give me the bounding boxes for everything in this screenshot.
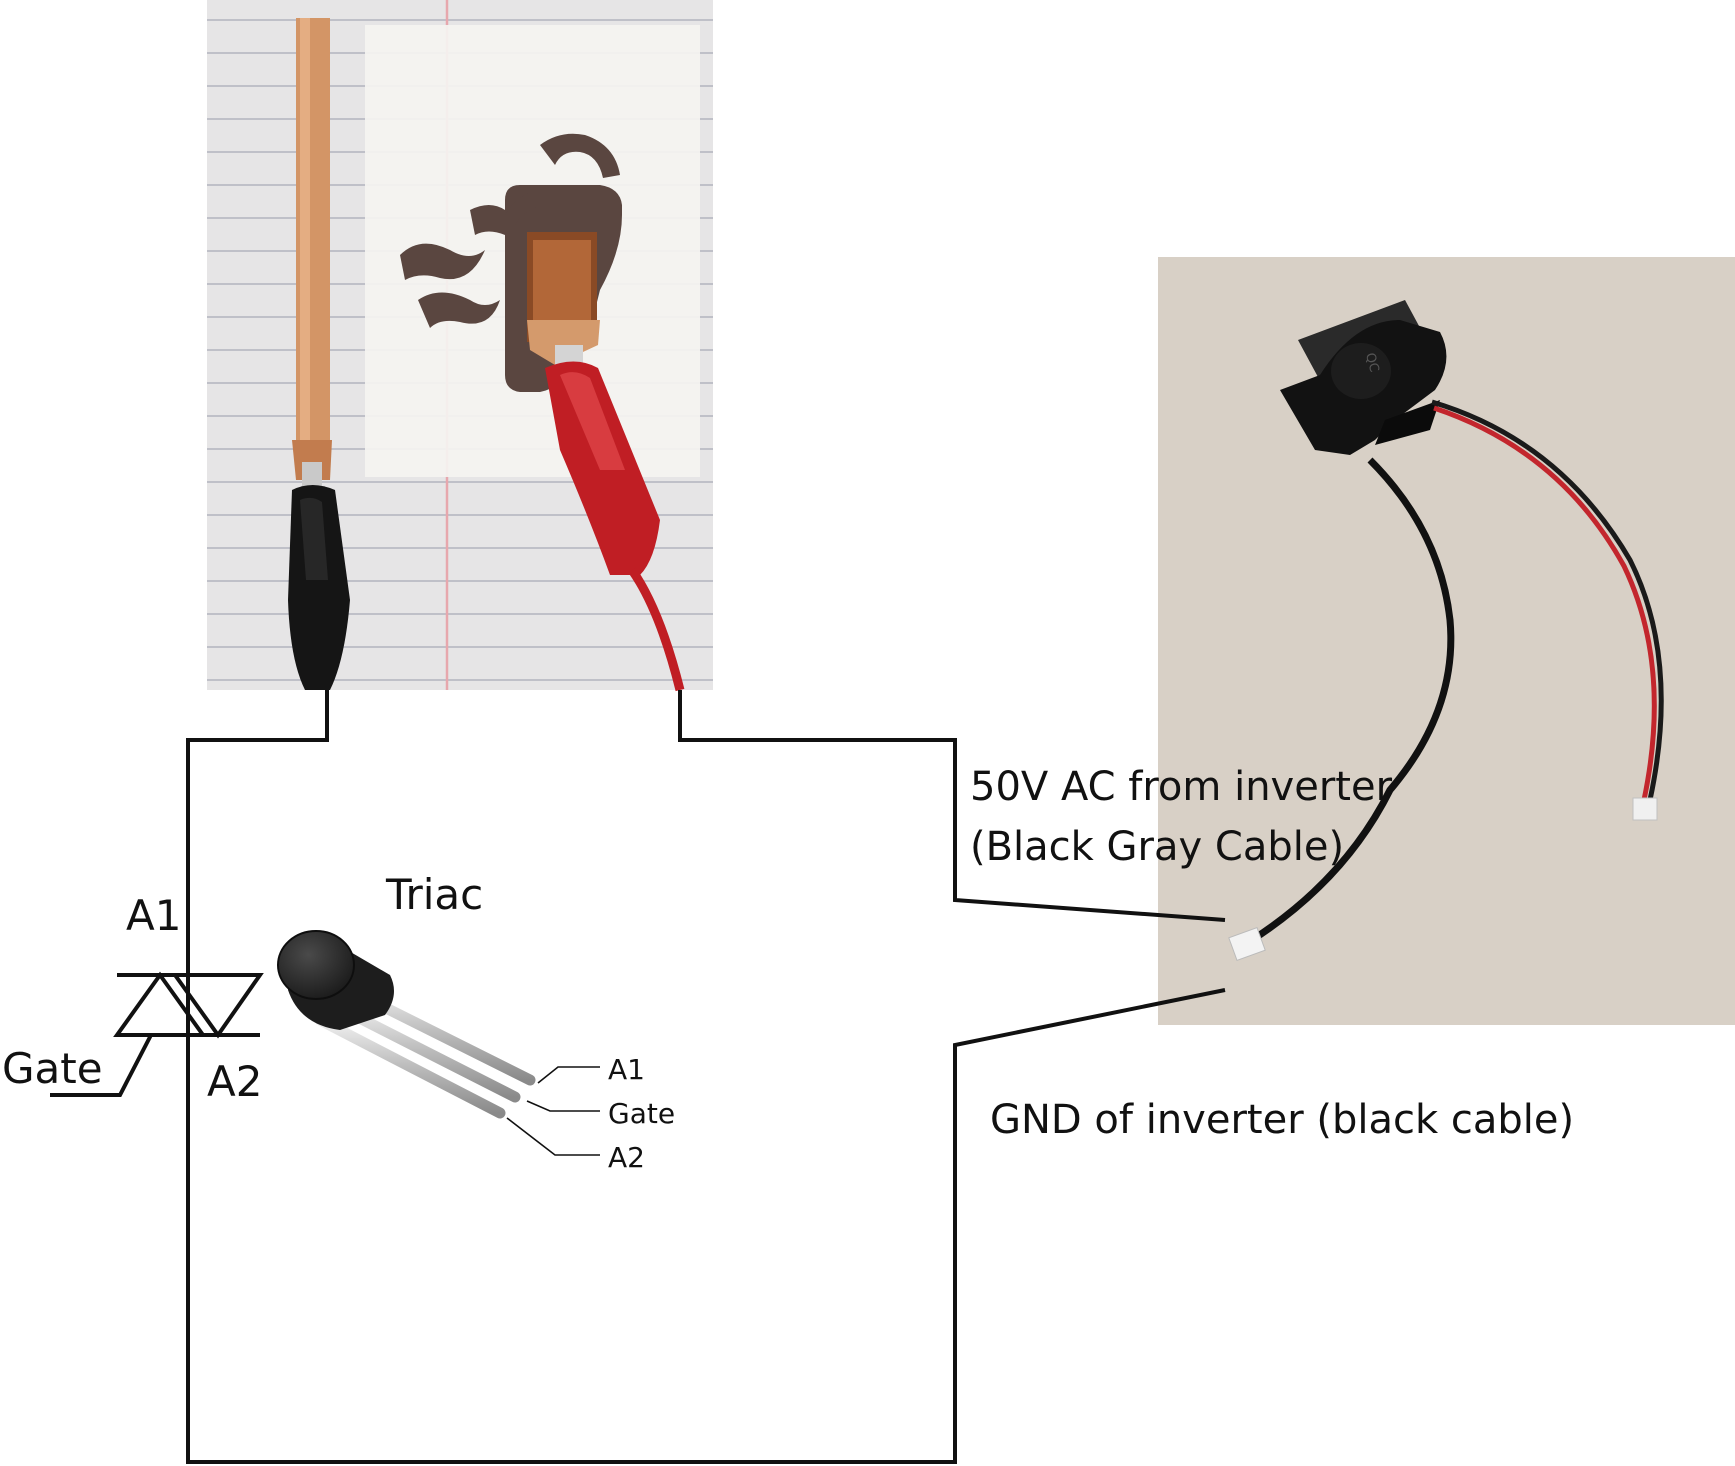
pin-label-gate: Gate [608, 1097, 675, 1130]
label-a2: A2 [207, 1057, 262, 1106]
inverter-photo: QC [1158, 257, 1735, 1025]
label-triac: Triac [385, 870, 483, 919]
sensor-photo [207, 0, 713, 690]
label-a1: A1 [126, 891, 181, 940]
red-cable-connector [1633, 798, 1657, 820]
qc-sticker [1331, 343, 1391, 399]
label-gate: Gate [2, 1044, 103, 1093]
label-ac-line2: (Black Gray Cable) [970, 824, 1344, 870]
triac-component [278, 931, 530, 1113]
wire-gnd [188, 990, 1225, 1462]
label-ac-line1: 50V AC from inverter [970, 764, 1393, 810]
pin-label-a2: A2 [608, 1141, 645, 1174]
pin-label-a1: A1 [608, 1053, 645, 1086]
label-gnd: GND of inverter (black cable) [990, 1097, 1574, 1143]
